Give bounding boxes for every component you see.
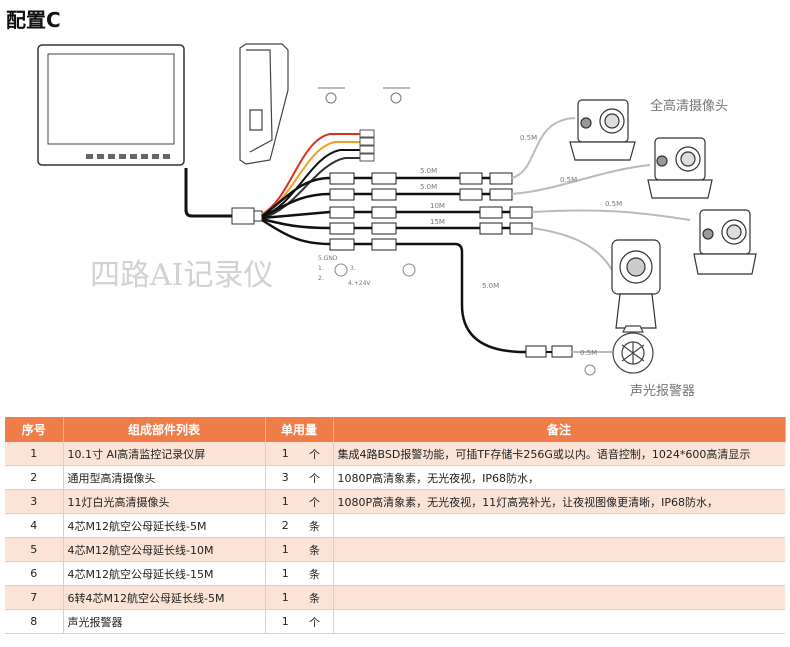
label-pin-3: 3. — [350, 265, 356, 272]
camera-cables — [511, 117, 691, 271]
cell-unit: 个 — [305, 442, 334, 466]
label-pin-gnd: 5.GND — [318, 255, 338, 262]
cell-name: 4芯M12航空公母延长线-15M — [63, 561, 266, 586]
hd-camera-1 — [569, 99, 636, 161]
table-row: 4 4芯M12航空公母延长线-5M 2 条 — [5, 513, 786, 538]
connector-pinout-top — [318, 87, 410, 104]
label-len-5m-b: 5.0M — [420, 183, 437, 191]
cell-qty: 3 — [265, 465, 305, 490]
cell-qty: 1 — [265, 442, 305, 466]
watermark-text: 四路AI记录仪 — [90, 258, 274, 293]
cell-name: 10.1寸 AI高清监控记录仪屏 — [63, 442, 266, 466]
table-row: 6 4芯M12航空公母延长线-15M 1 条 — [5, 561, 786, 586]
header-qty: 单用量 — [265, 417, 334, 442]
label-pin-1: 1. — [318, 265, 324, 272]
cell-note — [333, 561, 786, 586]
label-len-10m: 10M — [430, 202, 445, 210]
label-len-05m-b: 0.5M — [560, 176, 577, 184]
hd-camera-2 — [647, 137, 713, 199]
label-len-15m: 15M — [430, 218, 445, 226]
cell-name: 11灯白光高清摄像头 — [63, 489, 266, 514]
cell-name: 4芯M12航空公母延长线-5M — [63, 513, 266, 538]
label-len-5m-a: 5.0M — [420, 167, 437, 175]
cell-unit: 条 — [305, 585, 334, 610]
header-no: 序号 — [5, 417, 64, 442]
cell-note: 集成4路BSD报警功能，可插TF存储卡256G或以内。语音控制，1024*600… — [333, 442, 786, 466]
cell-unit: 条 — [305, 537, 334, 562]
trunk-cable — [184, 168, 232, 218]
header-name: 组成部件列表 — [63, 417, 266, 442]
label-len-05m-a: 0.5M — [520, 134, 537, 142]
cell-note — [333, 585, 786, 610]
table-row: 7 6转4芯M12航空公母延长线-5M 1 条 — [5, 585, 786, 610]
label-len-05m-c: 0.5M — [605, 200, 622, 208]
table-row: 5 4芯M12航空公母延长线-10M 1 条 — [5, 537, 786, 562]
table-row: 8 声光报警器 1 个 — [5, 609, 786, 634]
cell-unit: 个 — [305, 609, 334, 634]
cell-no: 8 — [5, 609, 64, 634]
white-light-camera — [611, 239, 661, 329]
cell-no: 7 — [5, 585, 64, 610]
cell-qty: 1 — [265, 489, 305, 514]
table-row: 3 11灯白光高清摄像头 1 个 1080P高清象素，无光夜视，11灯高亮补光，… — [5, 489, 786, 514]
cell-no: 6 — [5, 561, 64, 586]
cell-unit: 条 — [305, 561, 334, 586]
cell-no: 3 — [5, 489, 64, 514]
hd-camera-3 — [693, 209, 757, 275]
table-row: 1 10.1寸 AI高清监控记录仪屏 1 个 集成4路BSD报警功能，可插TF存… — [5, 442, 786, 466]
cell-qty: 1 — [265, 585, 305, 610]
cell-unit: 个 — [305, 465, 334, 490]
label-pin-24v: 4.+24V — [348, 280, 371, 287]
monitor-front — [37, 44, 185, 166]
wiring-diagram: 四路AI记录仪 全高清摄像头 声光报警器 0.5M 0.5M 0.5M 0.5M… — [37, 43, 757, 399]
cell-qty: 1 — [265, 609, 305, 634]
cell-name: 4芯M12航空公母延长线-10M — [63, 537, 266, 562]
parts-table: 序号 组成部件列表 单用量 备注 1 10.1寸 AI高清监控记录仪屏 1 个 … — [5, 417, 786, 634]
alarm-cable — [460, 280, 530, 354]
cell-note — [333, 513, 786, 538]
cell-no: 4 — [5, 513, 64, 538]
table-header: 序号 组成部件列表 单用量 备注 — [5, 417, 786, 442]
cell-qty: 1 — [265, 561, 305, 586]
cell-name: 声光报警器 — [63, 609, 266, 634]
cell-unit: 条 — [305, 513, 334, 538]
connector-set-2 — [459, 172, 533, 235]
label-len-5m-c: 5.0M — [482, 282, 499, 290]
cell-note: 1080P高清象素，无光夜视，IP68防水， — [333, 465, 786, 490]
cell-no: 2 — [5, 465, 64, 490]
page-title: 配置C — [6, 8, 61, 32]
label-hd-camera: 全高清摄像头 — [650, 98, 728, 114]
branch-cables — [261, 176, 331, 246]
cell-no: 1 — [5, 442, 64, 466]
cell-note: 1080P高清象素，无光夜视，11灯高亮补光，让夜视图像更清晰，IP68防水， — [333, 489, 786, 514]
cell-no: 5 — [5, 537, 64, 562]
header-note: 备注 — [333, 417, 786, 442]
cell-note — [333, 537, 786, 562]
label-pin-2: 2. — [318, 275, 324, 282]
cell-unit: 个 — [305, 489, 334, 514]
label-len-05m-d: 0.5M — [580, 349, 597, 357]
cell-qty: 1 — [265, 537, 305, 562]
cell-name: 通用型高清摄像头 — [63, 465, 266, 490]
monitor-side — [239, 43, 289, 165]
cell-name: 6转4芯M12航空公母延长线-5M — [63, 585, 266, 610]
alarm-device — [612, 325, 654, 374]
cell-note — [333, 609, 786, 634]
label-alarm: 声光报警器 — [630, 383, 695, 399]
table-row: 2 通用型高清摄像头 3 个 1080P高清象素，无光夜视，IP68防水， — [5, 465, 786, 490]
cell-qty: 2 — [265, 513, 305, 538]
